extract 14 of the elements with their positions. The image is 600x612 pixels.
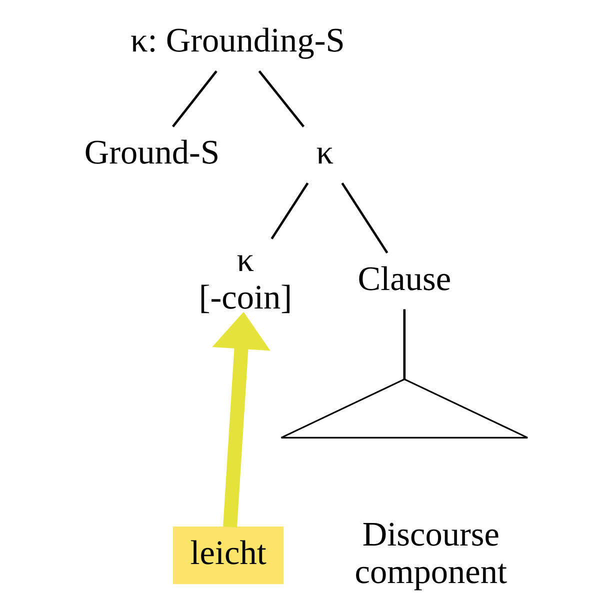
connector xyxy=(172,70,218,128)
connector xyxy=(270,182,309,240)
node-text: Discourse component xyxy=(354,515,508,591)
connector xyxy=(341,182,388,254)
node-text: Clause xyxy=(358,260,452,298)
node-triangle xyxy=(280,378,528,438)
connector xyxy=(258,70,305,128)
node-text: Ground-S xyxy=(84,134,220,172)
node-text: κ xyxy=(316,134,334,172)
node-text: κ [-coin] xyxy=(198,241,292,316)
node-text: κ: Grounding-S xyxy=(130,21,345,60)
arrow xyxy=(212,312,270,528)
connector xyxy=(403,309,406,380)
node-box: leicht xyxy=(172,526,284,584)
